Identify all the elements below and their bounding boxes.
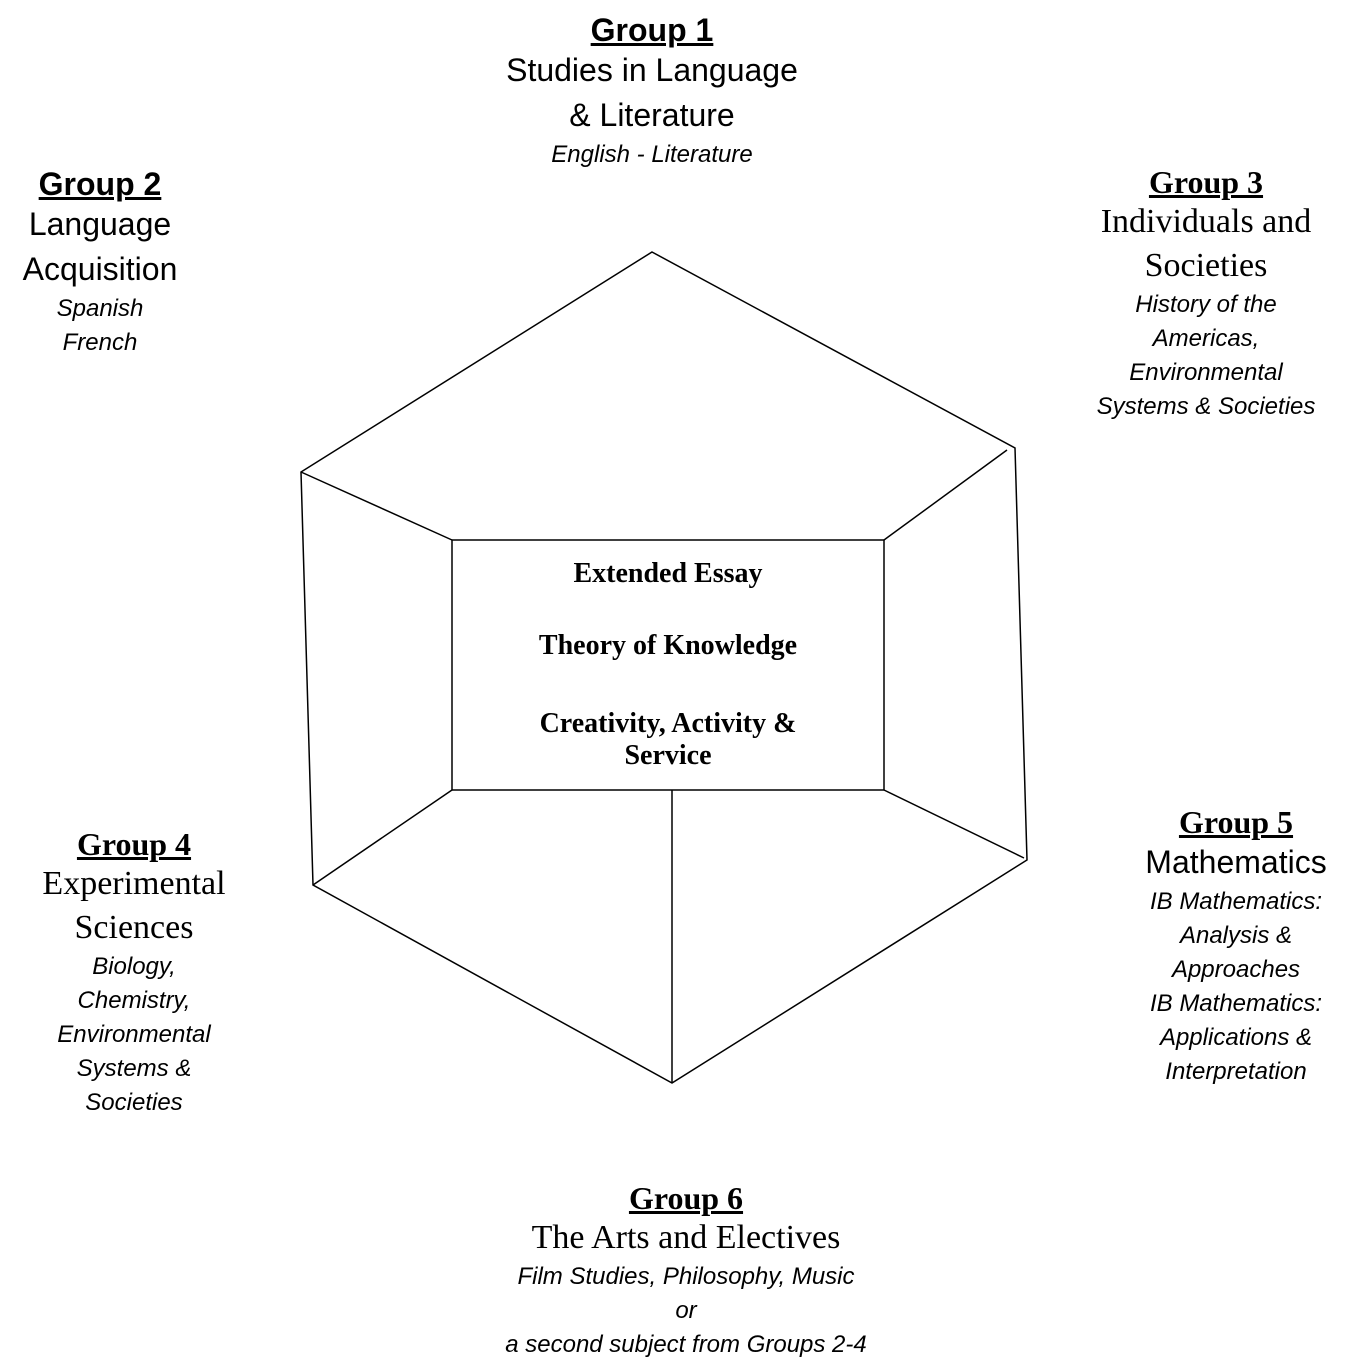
- subject-line: Environmental: [1129, 359, 1283, 386]
- group-name-line: & Literature: [569, 97, 735, 133]
- group-name-line: Studies in Language: [506, 52, 798, 88]
- subject-line: Interpretation: [1165, 1058, 1307, 1085]
- group-name-line: Individuals and: [1100, 203, 1312, 240]
- connector-bottom-left: [312, 789, 453, 886]
- group-2: Group 2 Language Acquisition Spanish Fre…: [0, 166, 200, 360]
- group-title: Group 3: [1148, 164, 1264, 200]
- core-item-theory-of-knowledge: Theory of Knowledge: [538, 630, 798, 661]
- subject-line: IB Mathematics:: [1149, 990, 1323, 1017]
- core-item-extended-essay: Extended Essay: [573, 558, 763, 589]
- group-5: Group 5 Mathematics IB Mathematics: Anal…: [1126, 804, 1346, 1089]
- connector-bottom-right: [883, 789, 1025, 859]
- subject-line: Societies: [85, 1089, 183, 1116]
- group-title: Group 1: [590, 12, 714, 48]
- group-name-line: The Arts and Electives: [531, 1219, 841, 1256]
- group-title: Group 4: [76, 826, 192, 862]
- core-box: Extended Essay Theory of Knowledge Creat…: [452, 540, 884, 790]
- subject-line: Systems &: [76, 1055, 192, 1082]
- subject-line: Film Studies, Philosophy, Music: [517, 1263, 855, 1290]
- connector-top-right: [883, 449, 1008, 541]
- subject-line: Systems & Societies: [1096, 393, 1316, 420]
- group-4: Group 4 Experimental Sciences Biology, C…: [22, 826, 246, 1120]
- group-name-line: Mathematics: [1145, 844, 1327, 880]
- subject-line: or: [675, 1297, 697, 1324]
- core-item-cas-line2: Service: [624, 740, 712, 771]
- subject-line: French: [62, 329, 138, 356]
- group-name-line: Experimental: [42, 865, 226, 902]
- core-item-cas-line1: Creativity, Activity &: [539, 708, 797, 739]
- subject-line: IB Mathematics:: [1149, 888, 1323, 915]
- subject-line: Analysis &: [1179, 922, 1293, 949]
- group-name-line: Societies: [1144, 247, 1268, 284]
- group-name-line: Sciences: [74, 909, 194, 946]
- group-3: Group 3 Individuals and Societies Histor…: [1066, 164, 1346, 424]
- subject-line: Biology,: [92, 953, 176, 980]
- subject-line: History of the: [1135, 291, 1277, 318]
- group-title: Group 6: [628, 1180, 744, 1216]
- subject-line: Chemistry,: [77, 987, 191, 1014]
- subject-line: Applications &: [1159, 1024, 1313, 1051]
- group-title: Group 2: [38, 166, 162, 202]
- group-6: Group 6 The Arts and Electives Film Stud…: [436, 1180, 936, 1362]
- subject-line: Approaches: [1171, 956, 1301, 983]
- group-1: Group 1 Studies in Language & Literature…: [452, 12, 852, 172]
- subject-line: a second subject from Groups 2-4: [505, 1331, 867, 1358]
- group-name-line: Acquisition: [22, 251, 178, 287]
- group-title: Group 5: [1178, 804, 1294, 840]
- subject-line: English - Literature: [551, 141, 753, 168]
- subject-line: Environmental: [57, 1021, 211, 1048]
- connector-top-left: [300, 471, 453, 541]
- group-name-line: Language: [28, 206, 172, 242]
- subject-line: Spanish: [56, 295, 144, 322]
- subject-line: Americas,: [1152, 325, 1260, 352]
